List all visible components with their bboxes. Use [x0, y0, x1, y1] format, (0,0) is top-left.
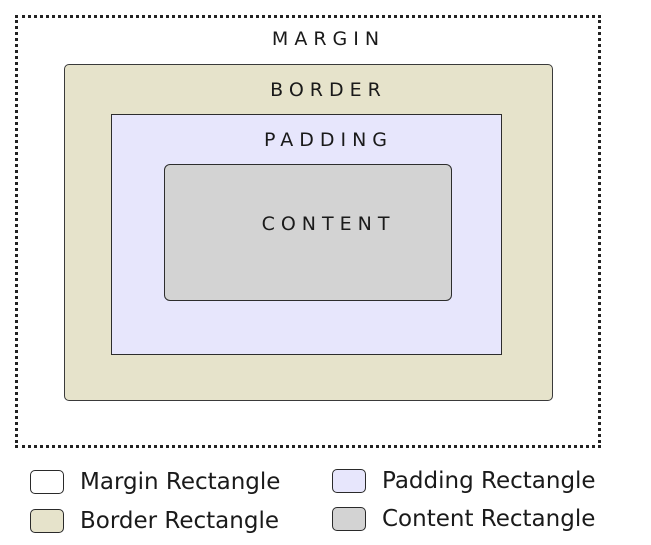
border-label: BORDER: [270, 79, 387, 101]
legend-label-padding: Padding Rectangle: [382, 468, 596, 494]
legend-label-border: Border Rectangle: [80, 508, 279, 534]
content-rectangle: [164, 164, 452, 301]
legend-item-margin: Margin Rectangle: [30, 467, 280, 497]
legend-label-margin: Margin Rectangle: [80, 469, 281, 495]
content-label: CONTENT: [261, 213, 396, 235]
legend-swatch-margin: [30, 470, 64, 494]
legend-item-content: Content Rectangle: [332, 504, 595, 534]
padding-label: PADDING: [263, 129, 394, 151]
legend-item-border: Border Rectangle: [30, 506, 279, 536]
legend-swatch-padding: [332, 469, 366, 493]
legend-swatch-border: [30, 509, 64, 533]
legend-swatch-content: [332, 507, 366, 531]
legend-label-content: Content Rectangle: [382, 506, 596, 532]
margin-label: MARGIN: [271, 28, 386, 50]
legend-item-padding: Padding Rectangle: [332, 466, 596, 496]
